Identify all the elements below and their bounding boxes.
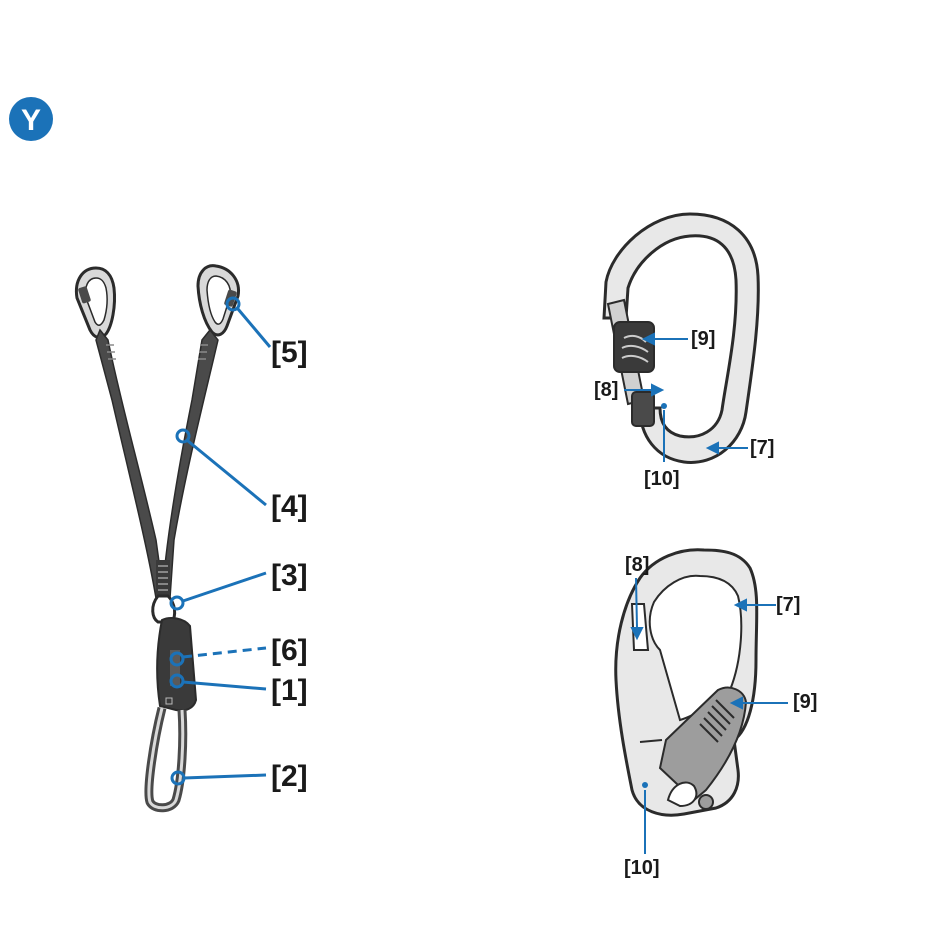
hook-label-7: [7] <box>776 594 800 616</box>
label-3: [3] <box>271 559 308 592</box>
label-1: [1] <box>271 674 308 707</box>
label-2: [2] <box>271 760 308 793</box>
screwlock-label-8: [8] <box>594 379 618 401</box>
hook-label-10: [10] <box>624 857 660 879</box>
screwlock-label-9: [9] <box>691 328 715 350</box>
left-carabiner <box>76 268 114 337</box>
screwlock-label-10: [10] <box>644 468 680 490</box>
label-5: [5] <box>271 336 308 369</box>
hook-label-9: [9] <box>793 691 817 713</box>
y-lanyard: [5] [4] [3] [6] [1] [2] <box>76 266 307 808</box>
label-6: [6] <box>271 634 308 667</box>
badge-letter: Y <box>21 104 41 137</box>
label-4: [4] <box>271 490 308 523</box>
hook-connector: [8] [7] [9] [10] <box>616 550 818 879</box>
screwlock-carabiner: [9] [8] [7] [10] <box>594 214 774 490</box>
right-carabiner <box>198 266 238 335</box>
hook-label-8: [8] <box>625 554 649 576</box>
y-badge: Y <box>9 97 53 141</box>
screwlock-label-7: [7] <box>750 437 774 459</box>
